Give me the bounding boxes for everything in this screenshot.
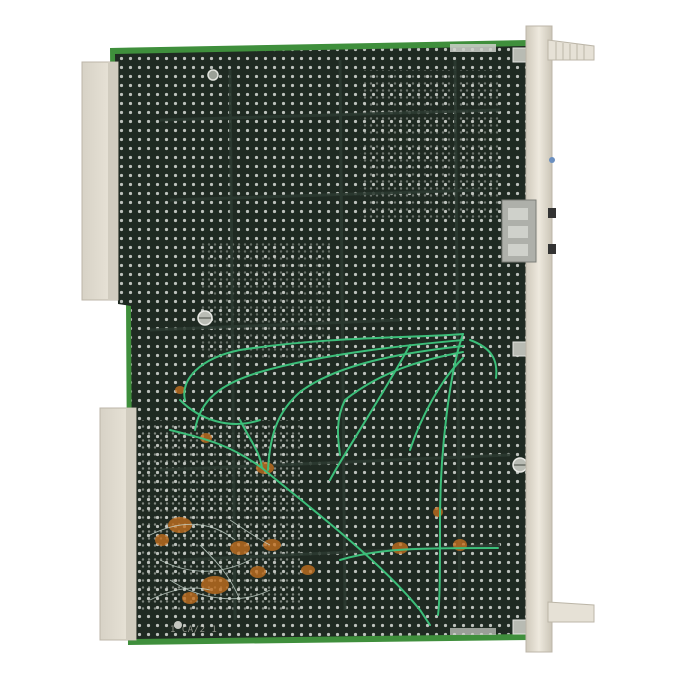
fine-wires	[149, 519, 271, 601]
left-connector-bottom	[99, 407, 137, 641]
board-label	[450, 44, 496, 52]
left-connector-top	[81, 61, 119, 301]
pcb-board	[110, 40, 532, 645]
front-rail	[501, 25, 595, 653]
jumper-wires	[169, 333, 499, 626]
